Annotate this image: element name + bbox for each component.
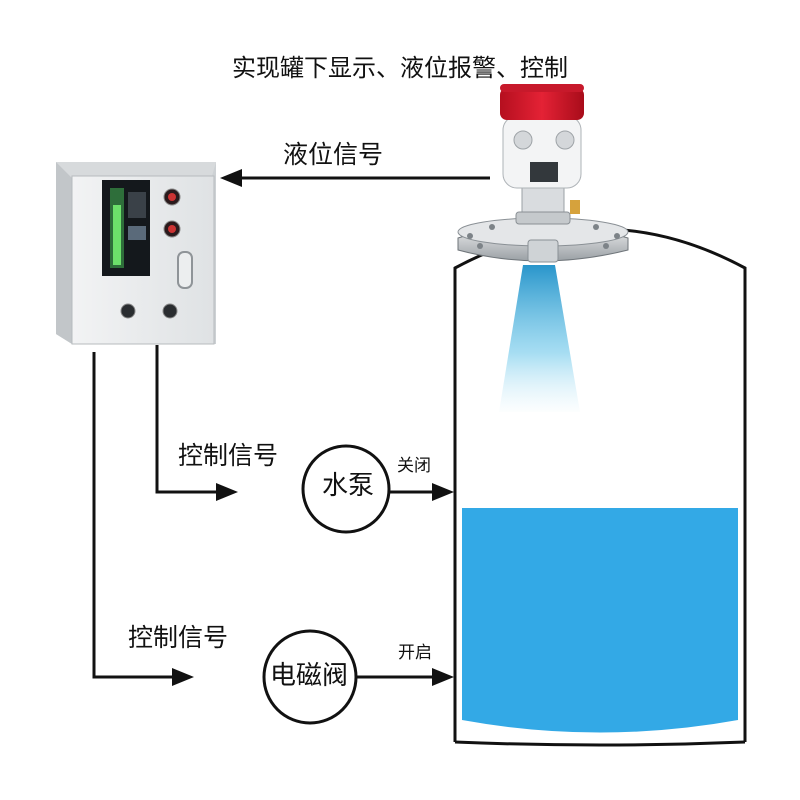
- pump-node: [301, 444, 391, 534]
- signal-lines: [92, 176, 490, 679]
- valve-signal-arrow: [172, 668, 194, 686]
- water-level: [462, 508, 738, 733]
- radar-beam: [499, 265, 580, 412]
- radar-level-sensor: [457, 84, 629, 263]
- pump-control-signal-label: 控制信号: [178, 441, 279, 470]
- level-signal-arrow: [220, 169, 242, 187]
- diagram-title: 实现罐下显示、液位报警、控制: [232, 54, 568, 82]
- valve-flow-arrow: [432, 668, 454, 686]
- valve-control-signal-label: 控制信号: [128, 623, 229, 652]
- arrowheads: [172, 169, 454, 686]
- pump-signal-arrow: [216, 483, 238, 501]
- pump-flow-arrow: [432, 483, 454, 501]
- pump-label: 水泵: [321, 471, 374, 501]
- tank: [453, 227, 747, 747]
- valve-label: 电磁阀: [269, 661, 348, 691]
- valve-state-label: 开启: [398, 643, 432, 663]
- control-cabinet: [56, 162, 216, 345]
- pump-state-label: 关闭: [397, 456, 431, 476]
- level-signal-label: 液位信号: [283, 140, 384, 169]
- valve-node: [262, 629, 358, 725]
